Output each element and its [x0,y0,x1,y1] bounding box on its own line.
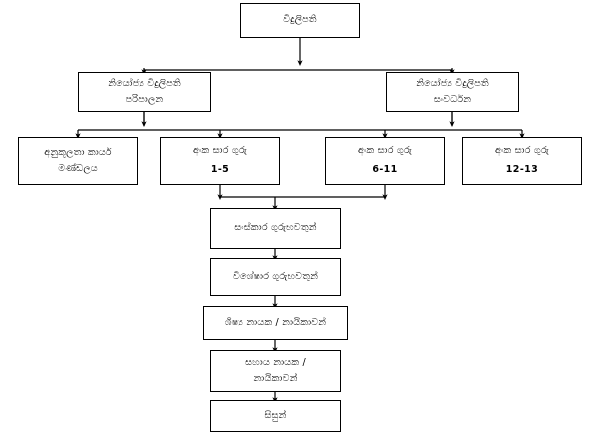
node-commissioner[interactable]: විදුලිපති [240,3,360,38]
node-students-label: සිසුන් [264,409,287,421]
node-deputy-admin-label-line1: නියෝජ්‍ය විදුලිපති [108,77,181,89]
node-prefects-label-line1: සහාය නායක / [245,356,306,368]
node-prefects[interactable]: සහාය නායක / නායිකාවන් [210,350,341,392]
node-grade-1-5-label: අංක සාර ගුරු [192,145,248,157]
node-prefects-label-line2: නායිකාවන් [253,372,298,384]
node-student-leaders-label: ශිෂ්‍ය නායක / නායිකාවන් [224,316,327,328]
node-deputy-dev-label-line1: නියෝජ්‍ය විදුලිපති [416,77,489,89]
node-inspection-unit-label-line2: මණ්ඩලය [58,162,98,174]
node-special-teachers-label: විශේෂාර ගුරුභවතුන් [232,270,319,282]
node-grade-6-11-label: අංක සාර ගුරු [357,145,413,157]
node-students[interactable]: සිසුන් [210,400,341,432]
node-grade-1-5-range: 1-5 [210,164,230,175]
node-student-leaders[interactable]: ශිෂ්‍ය නායක / නායිකාවන් [203,306,348,340]
node-grade-12-13[interactable]: අංක සාර ගුරු 12-13 [462,137,582,185]
node-inspection-unit[interactable]: අනුකූලතා කාර්ය මණ්ඩලය [18,137,138,185]
node-grade-12-13-range: 12-13 [505,164,539,175]
node-grade-6-11-range: 6-11 [372,164,398,175]
node-deputy-admin-label-line2: පරිපාලන [125,93,164,105]
node-grade-6-11[interactable]: අංක සාර ගුරු 6-11 [325,137,445,185]
node-inspection-unit-label-line1: අනුකූලතා කාර්ය [44,146,112,158]
node-deputy-dev-label-line2: සංවර්ධන [433,93,472,105]
node-commissioner-label: විදුලිපති [283,14,317,26]
node-deputy-commissioner-development[interactable]: නියෝජ්‍ය විදුලිපති සංවර්ධන [386,72,519,112]
node-grade-12-13-label: අංක සාර ගුරු [494,145,550,157]
node-chief-teachers[interactable]: සංස්කාර ගුරුභවතුන් [210,208,341,249]
node-grade-1-5[interactable]: අංක සාර ගුරු 1-5 [160,137,280,185]
node-special-teachers[interactable]: විශේෂාර ගුරුභවතුන් [210,258,341,296]
node-chief-teachers-label: සංස්කාර ගුරුභවතුන් [234,222,317,234]
node-deputy-commissioner-administration[interactable]: නියෝජ්‍ය විදුලිපති පරිපාලන [78,72,211,112]
